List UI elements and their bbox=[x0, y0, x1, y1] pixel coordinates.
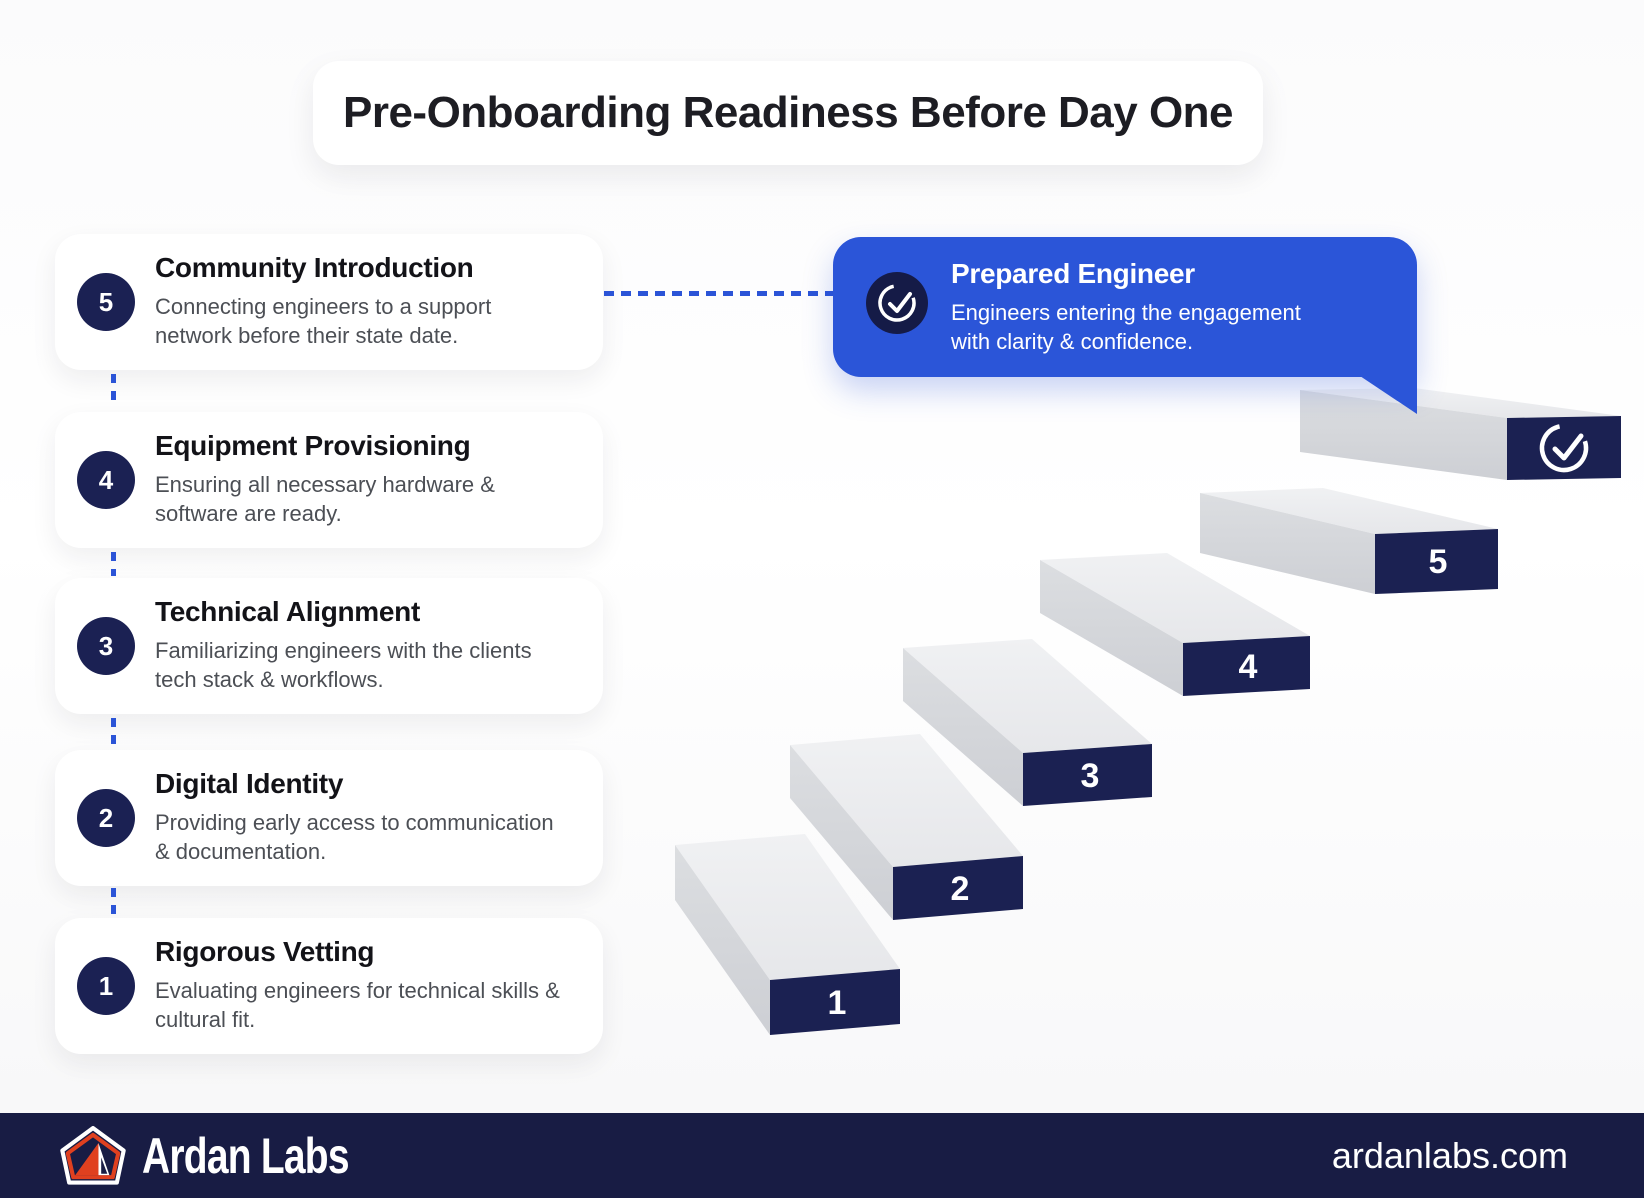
step-end-face bbox=[1183, 636, 1310, 696]
card-title: Equipment Provisioning bbox=[155, 430, 471, 461]
card-description: Connecting engineers to a support networ… bbox=[155, 294, 492, 348]
stair-step-2: 2 bbox=[790, 734, 1023, 920]
step-number-label: 2 bbox=[951, 870, 970, 908]
card-description: Ensuring all necessary hardware & softwa… bbox=[155, 472, 495, 526]
step-number-badge: 2 bbox=[77, 789, 135, 847]
stair-step-3: 3 bbox=[903, 639, 1152, 806]
page-title: Pre-Onboarding Readiness Before Day One bbox=[342, 88, 1234, 137]
vertical-dotted-connector bbox=[111, 552, 116, 576]
footer-bar: Ardan Labs ardanlabs.com bbox=[0, 1113, 1644, 1198]
card-rigorous-vetting: 1 Rigorous Vetting Evaluating engineers … bbox=[55, 918, 603, 1054]
ardan-tent-logo-icon bbox=[60, 1125, 126, 1185]
step-number-label: 3 bbox=[1081, 757, 1100, 795]
brand: Ardan Labs bbox=[58, 1125, 407, 1186]
vertical-dotted-connector bbox=[111, 888, 116, 914]
card-technical-alignment: 3 Technical Alignment Familiarizing engi… bbox=[55, 578, 603, 714]
brand-name: Ardan Labs bbox=[142, 1127, 350, 1184]
callout-title: Prepared Engineer bbox=[951, 258, 1195, 289]
website-url: ardanlabs.com bbox=[1331, 1134, 1568, 1176]
card-description: Familiarizing engineers with the clients… bbox=[155, 638, 532, 692]
card-equipment-provisioning: 4 Equipment Provisioning Ensuring all ne… bbox=[55, 412, 603, 548]
step-front-face bbox=[903, 648, 1023, 806]
step-number-label: 5 bbox=[1429, 543, 1448, 581]
step-front-face bbox=[1040, 560, 1183, 696]
check-circle-icon bbox=[866, 272, 928, 334]
step-end-face bbox=[893, 856, 1023, 920]
vertical-dotted-connector bbox=[111, 718, 116, 746]
card-community-introduction: 5 Community Introduction Connecting engi… bbox=[55, 234, 603, 370]
step-top-face bbox=[675, 834, 900, 980]
step-front-face bbox=[1300, 390, 1507, 480]
card-title: Technical Alignment bbox=[155, 596, 421, 627]
step-number-label: 1 bbox=[828, 984, 847, 1022]
step-number-badge: 1 bbox=[77, 957, 135, 1015]
step-number-badge: 3 bbox=[77, 617, 135, 675]
stair-step-4: 4 bbox=[1040, 553, 1310, 696]
step-end-face bbox=[770, 969, 900, 1035]
step-number-badge: 4 bbox=[77, 451, 135, 509]
step-number-label: 4 bbox=[1239, 648, 1258, 686]
stair-step-1: 1 bbox=[675, 834, 900, 1035]
step-front-face bbox=[675, 845, 770, 1035]
step-top-face bbox=[1200, 488, 1498, 534]
step-top-face bbox=[1300, 388, 1621, 418]
step-front-face bbox=[790, 745, 893, 920]
card-title: Rigorous Vetting bbox=[155, 936, 375, 967]
step-front-face bbox=[1200, 493, 1375, 594]
card-description: Evaluating engineers for technical skill… bbox=[155, 978, 560, 1032]
stair-step-top bbox=[1300, 388, 1621, 480]
step-end-face bbox=[1023, 744, 1152, 806]
title-card: Pre-Onboarding Readiness Before Day One bbox=[313, 61, 1263, 165]
step-end-face bbox=[1507, 416, 1621, 480]
step-top-face bbox=[790, 734, 1023, 867]
callout-description: Engineers entering the engagement with c… bbox=[951, 300, 1301, 354]
vertical-dotted-connector bbox=[111, 374, 116, 408]
step-top-face bbox=[903, 639, 1152, 753]
step-number-badge: 5 bbox=[77, 273, 135, 331]
callout-prepared-engineer: Prepared Engineer Engineers entering the… bbox=[833, 237, 1417, 377]
stair-step-5: 5 bbox=[1200, 488, 1498, 594]
card-title: Community Introduction bbox=[155, 252, 474, 283]
card-description: Providing early access to communication … bbox=[155, 810, 554, 864]
card-title: Digital Identity bbox=[155, 768, 344, 799]
step-end-face bbox=[1375, 529, 1498, 594]
step-top-face bbox=[1040, 553, 1310, 643]
horizontal-dotted-connector bbox=[604, 291, 833, 296]
card-digital-identity: 2 Digital Identity Providing early acces… bbox=[55, 750, 603, 886]
